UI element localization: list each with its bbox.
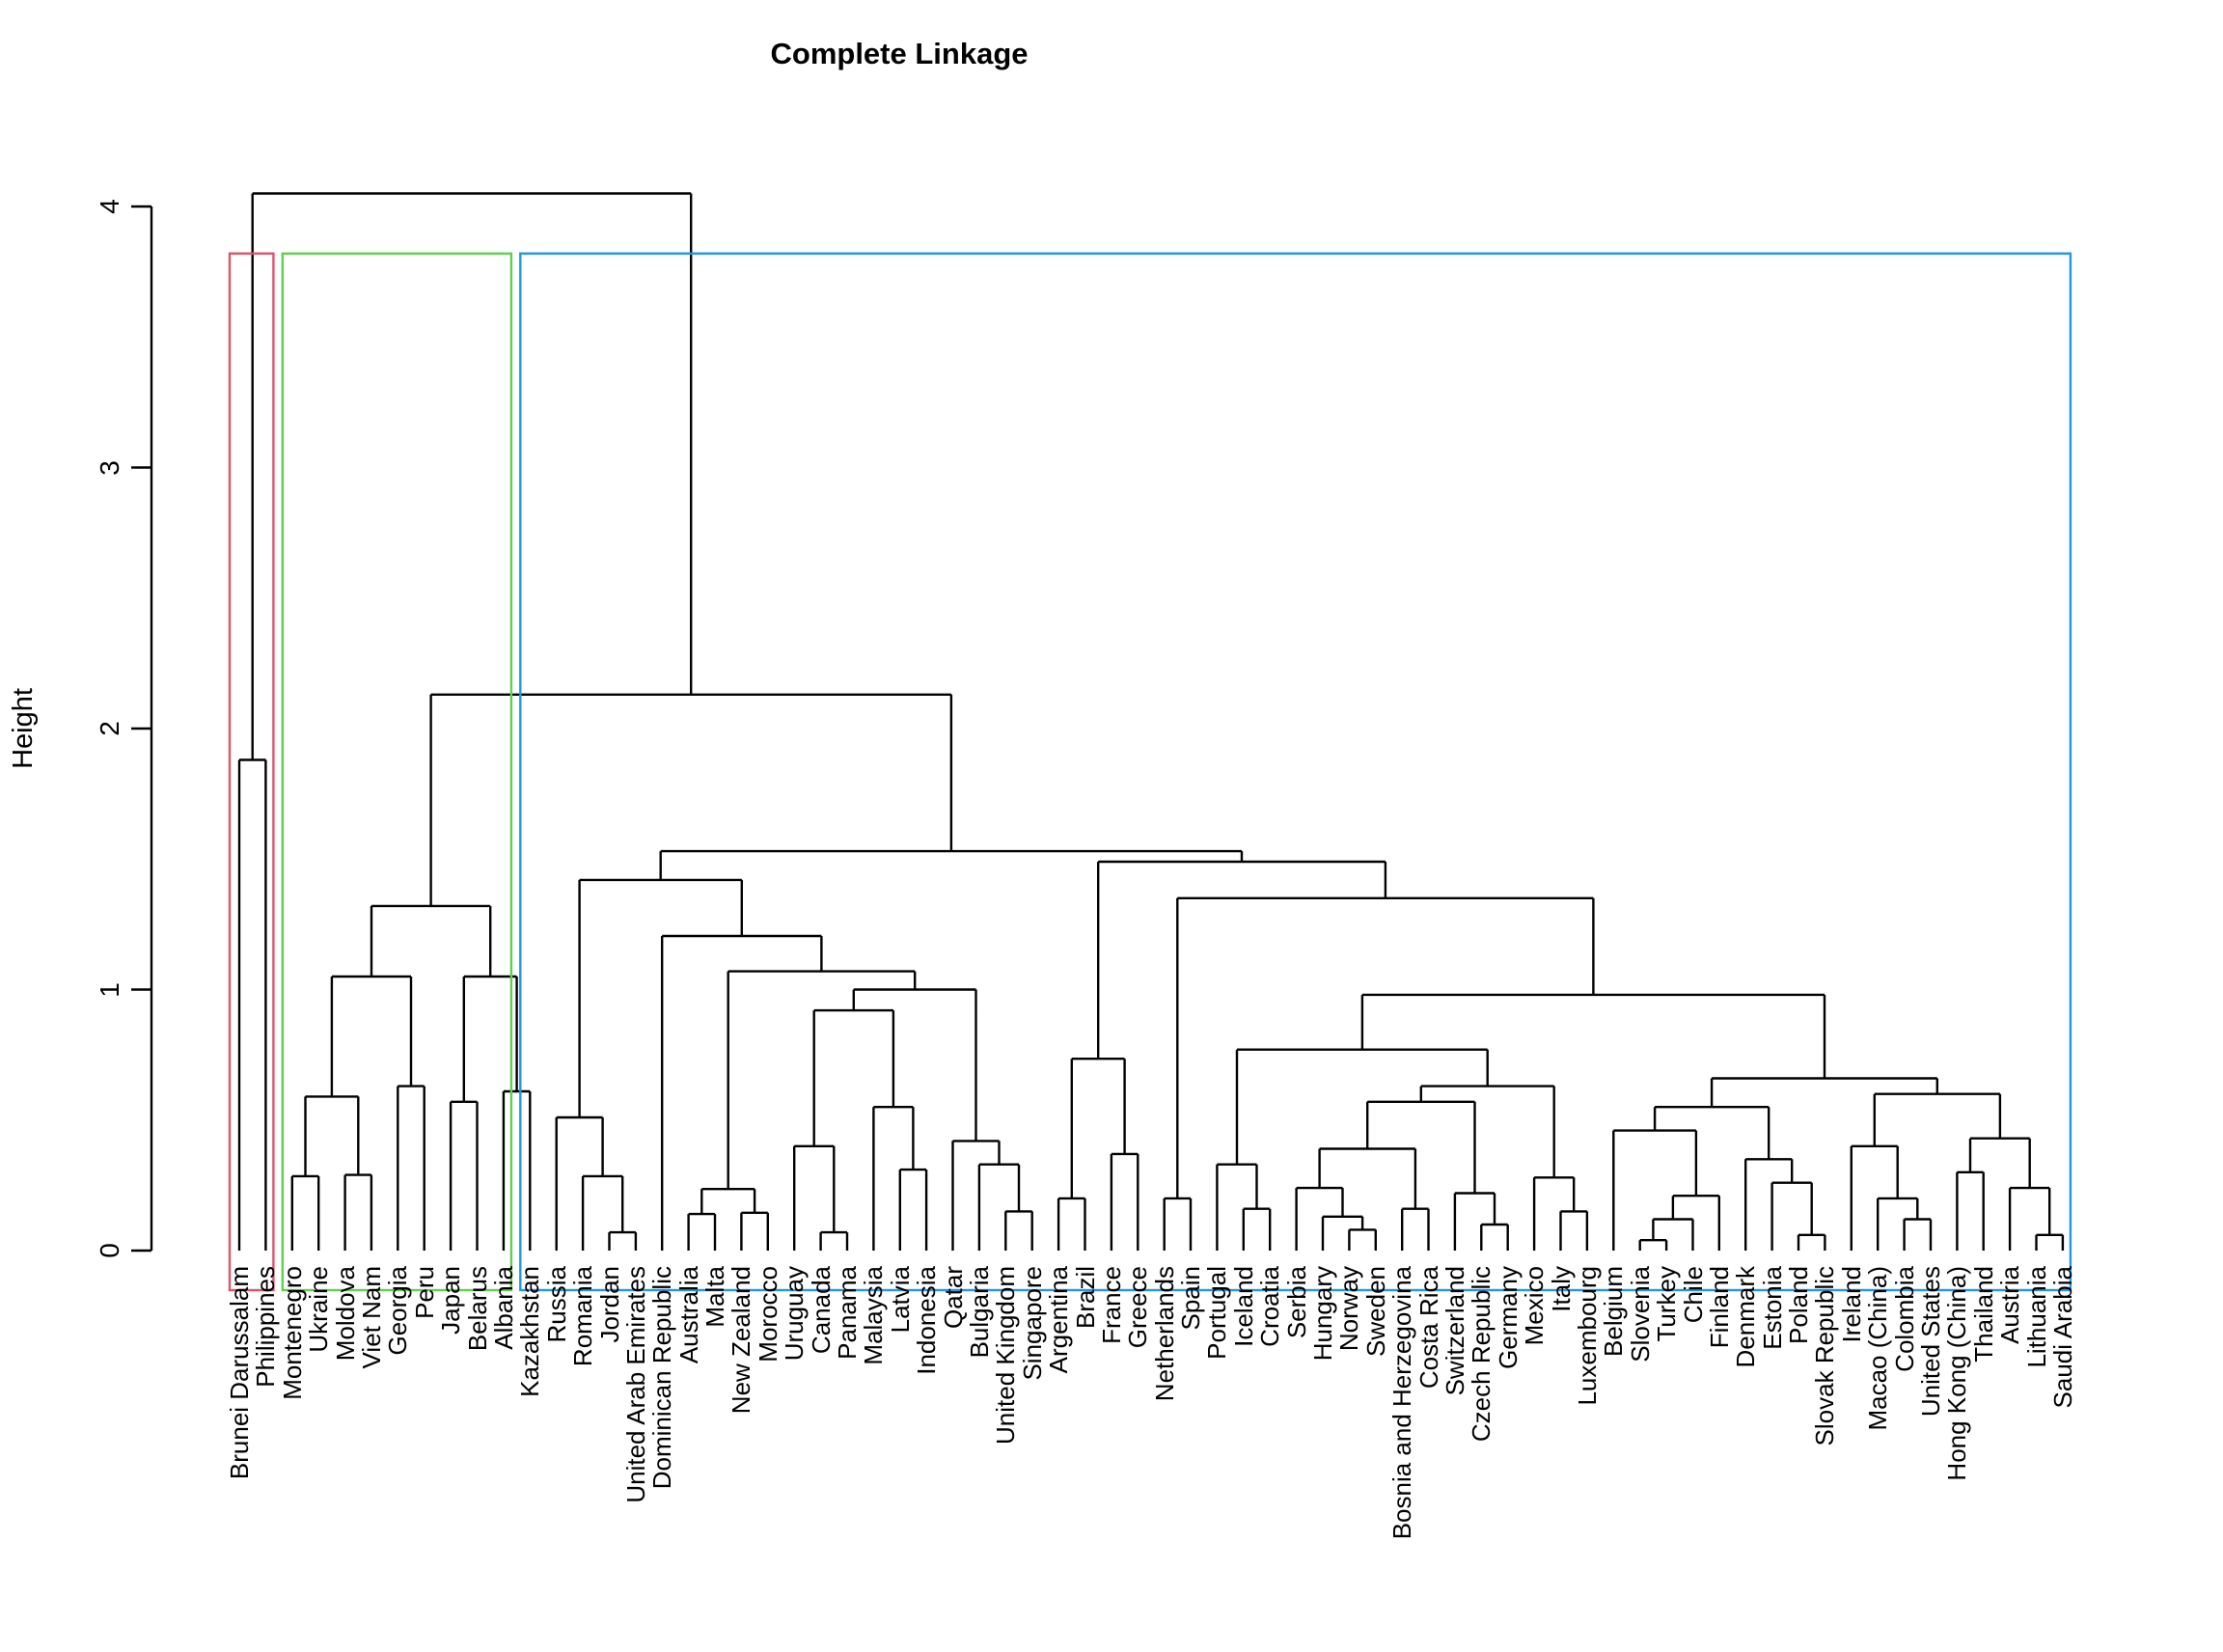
leaf-label: Poland bbox=[1784, 1266, 1813, 1344]
leaf-label: Panama bbox=[833, 1266, 862, 1360]
leaf-label: Argentina bbox=[1044, 1266, 1074, 1374]
leaf-label: Portugal bbox=[1202, 1266, 1232, 1360]
leaf-label: Italy bbox=[1546, 1266, 1576, 1312]
leaf-label: Slovak Republic bbox=[1810, 1266, 1840, 1446]
leaf-label: Canada bbox=[806, 1266, 836, 1355]
leaf-label: Brazil bbox=[1070, 1266, 1100, 1330]
leaf-label: Viet Nam bbox=[356, 1266, 386, 1369]
leaf-label: Thailand bbox=[1968, 1266, 1998, 1363]
leaf-label: Belarus bbox=[462, 1266, 492, 1352]
leaf-label: United Arab Emirates bbox=[620, 1266, 650, 1503]
leaf-label: Singapore bbox=[1017, 1266, 1047, 1381]
leaf-label: Montenegro bbox=[277, 1266, 307, 1400]
leaf-label: France bbox=[1096, 1266, 1126, 1344]
leaf-label: Hong Kong (China) bbox=[1942, 1266, 1972, 1481]
cluster-1-box bbox=[228, 252, 275, 1292]
cluster-2-box bbox=[281, 252, 513, 1292]
leaf-label: Ukraine bbox=[304, 1266, 334, 1353]
leaf-label: Belgium bbox=[1599, 1266, 1629, 1357]
leaf-label: Albania bbox=[488, 1266, 518, 1350]
leaf-label: Hungary bbox=[1308, 1266, 1337, 1362]
leaf-label: Australia bbox=[673, 1266, 703, 1364]
leaf-label: Turkey bbox=[1652, 1266, 1682, 1342]
leaf-label: Finland bbox=[1704, 1266, 1734, 1349]
leaf-label: Peru bbox=[409, 1266, 439, 1319]
y-axis-label: Height bbox=[8, 688, 39, 769]
leaf-label: Russia bbox=[541, 1266, 571, 1343]
leaf-label: Qatar bbox=[938, 1266, 968, 1330]
leaf-label: Bulgaria bbox=[964, 1266, 994, 1359]
leaf-label: Uruguay bbox=[780, 1266, 810, 1362]
leaf-label: Serbia bbox=[1281, 1266, 1311, 1339]
cluster-3-box bbox=[519, 252, 2072, 1292]
leaf-label: Colombia bbox=[1889, 1266, 1919, 1372]
leaf-label: Morocco bbox=[753, 1266, 782, 1363]
leaf-label: Denmark bbox=[1731, 1266, 1761, 1368]
leaf-label: Malaysia bbox=[859, 1266, 889, 1365]
leaf-label: Chile bbox=[1678, 1266, 1708, 1324]
leaf-label: Romania bbox=[568, 1266, 598, 1367]
leaf-label: New Zealand bbox=[727, 1266, 756, 1415]
leaf-label: Netherlands bbox=[1149, 1266, 1179, 1402]
leaf-label: Slovenia bbox=[1625, 1266, 1655, 1363]
leaf-label: Germany bbox=[1493, 1266, 1523, 1369]
chart-title: Complete Linkage bbox=[770, 37, 1029, 70]
leaf-label: Brunei Darussalam bbox=[225, 1266, 254, 1480]
y-axis-tick-label: 3 bbox=[95, 459, 124, 476]
leaf-label: Georgia bbox=[383, 1266, 413, 1356]
leaf-label: Malta bbox=[700, 1266, 729, 1328]
leaf-label: Macao (China) bbox=[1863, 1266, 1893, 1431]
leaf-label: United Kingdom bbox=[991, 1266, 1021, 1445]
leaf-label: Spain bbox=[1176, 1266, 1205, 1331]
leaf-label: Saudi Arabia bbox=[2047, 1266, 2077, 1409]
leaf-label: Estonia bbox=[1757, 1266, 1787, 1350]
leaf-label: Czech Republic bbox=[1467, 1266, 1496, 1443]
y-axis-tick-label: 2 bbox=[95, 721, 124, 736]
leaf-label: Kazakhstan bbox=[515, 1266, 545, 1397]
leaf-label: Philippines bbox=[251, 1266, 281, 1388]
leaf-label: Ireland bbox=[1836, 1266, 1866, 1343]
leaf-label: Norway bbox=[1334, 1266, 1364, 1352]
leaf-label: Japan bbox=[436, 1266, 466, 1335]
leaf-label: Lithuania bbox=[2021, 1266, 2051, 1368]
leaf-label: Moldova bbox=[330, 1266, 360, 1362]
leaf-label: Mexico bbox=[1520, 1266, 1550, 1346]
leaf-label: Iceland bbox=[1228, 1266, 1258, 1347]
leaf-label: Sweden bbox=[1360, 1266, 1390, 1357]
leaf-label: Jordan bbox=[594, 1266, 624, 1343]
y-axis-tick-label: 1 bbox=[95, 981, 124, 998]
y-axis-tick-label: 4 bbox=[95, 199, 124, 214]
dendrogram-plot: Complete Linkage Height 4 3 2 1 0 Brunei Dar… bbox=[8, 37, 2077, 1539]
leaf-label: United States bbox=[1916, 1266, 1945, 1418]
dendrogram-canvas bbox=[131, 192, 2072, 1292]
y-axis-tick-label: 0 bbox=[95, 1243, 124, 1258]
leaf-label: Croatia bbox=[1255, 1266, 1285, 1347]
leaf-label: Bosnia and Herzegovina bbox=[1387, 1266, 1417, 1540]
leaf-label: Latvia bbox=[885, 1266, 915, 1334]
leaf-label: Indonesia bbox=[912, 1266, 942, 1375]
leaf-label: Switzerland bbox=[1440, 1266, 1469, 1396]
leaf-label: Costa Rica bbox=[1413, 1266, 1443, 1390]
leaf-label: Greece bbox=[1123, 1266, 1153, 1349]
leaf-label: Luxembourg bbox=[1572, 1266, 1602, 1406]
leaf-label: Dominican Republic bbox=[647, 1266, 677, 1490]
leaf-label: Austria bbox=[1995, 1266, 2025, 1344]
dendrogram-segment bbox=[237, 192, 2065, 1251]
